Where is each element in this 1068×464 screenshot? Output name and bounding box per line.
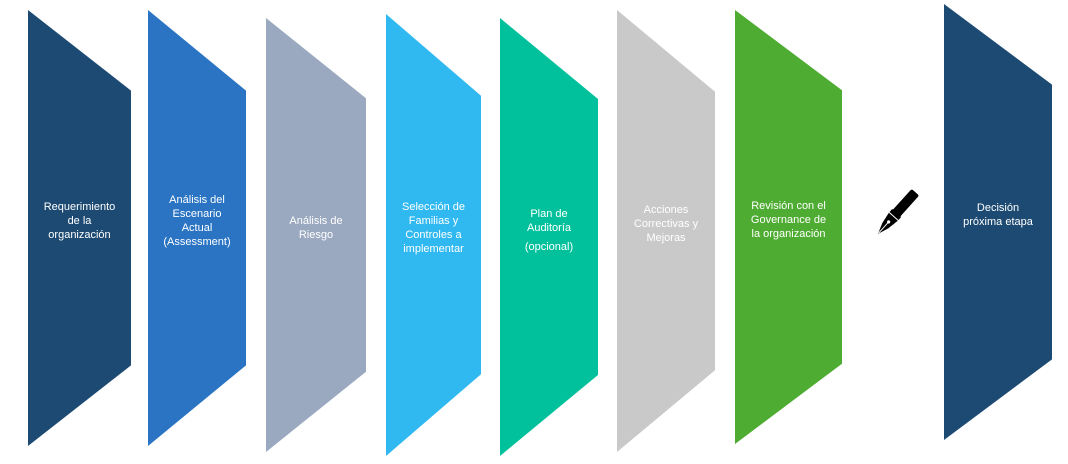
process-step-label-line: Familias y bbox=[408, 215, 459, 227]
process-step-label-line: de la bbox=[67, 215, 92, 227]
process-step-label-line: Riesgo bbox=[298, 229, 334, 241]
process-step-label: Revisión con el Governance de la organizac… bbox=[741, 199, 836, 241]
process-step-label-line: Escenario bbox=[172, 208, 222, 220]
process-step-8: Decisión próxima etapa bbox=[944, 4, 1052, 440]
process-step-label-line: Governance de bbox=[750, 214, 827, 226]
process-step-label-line: próxima etapa bbox=[963, 216, 1033, 228]
process-step-label-line: la organización bbox=[751, 228, 826, 240]
process-step-label-line: Revisión con el bbox=[751, 200, 826, 212]
process-step-label-line: Selección de bbox=[402, 201, 465, 213]
process-step-label-line: Análisis de bbox=[289, 215, 343, 227]
process-step-label-line: Mejoras bbox=[646, 232, 686, 244]
process-step-label: Análisis de Riesgo bbox=[279, 214, 352, 242]
process-step-label-line: Correctivas y bbox=[633, 218, 699, 230]
process-step-label: Selección de Familias y Controles a impleme… bbox=[392, 200, 475, 256]
process-step-label-line: (Assessment) bbox=[163, 236, 231, 248]
process-step-label-line: Controles a bbox=[405, 229, 462, 241]
process-step-label-line: implementar bbox=[403, 243, 464, 255]
process-step-4: Selección de Familias y Controles a impleme… bbox=[386, 14, 481, 456]
process-step-1: Requerimiento de la organización bbox=[28, 10, 131, 446]
process-step-label-line: Actual bbox=[181, 222, 213, 234]
process-step-label-line: Auditoría bbox=[526, 221, 572, 234]
process-step-label-line: Decisión bbox=[976, 202, 1020, 214]
process-step-label-line: organización bbox=[48, 229, 111, 241]
process-step-label: Requerimiento de la organización bbox=[34, 200, 126, 242]
process-step-label-line: Plan de bbox=[530, 207, 568, 220]
process-step-label-line: Acciones bbox=[643, 204, 689, 216]
process-step-7: Revisión con el Governance de la organizac… bbox=[735, 10, 842, 444]
process-step-3: Análisis de Riesgo bbox=[266, 18, 366, 452]
process-step-label-line: Análisis del bbox=[169, 194, 225, 206]
process-step-label-line: (opcional) bbox=[524, 240, 574, 253]
process-step-label: Decisión próxima etapa bbox=[953, 201, 1043, 229]
fountain-pen-icon bbox=[877, 189, 919, 234]
process-step-label-line: Requerimiento bbox=[43, 201, 116, 213]
